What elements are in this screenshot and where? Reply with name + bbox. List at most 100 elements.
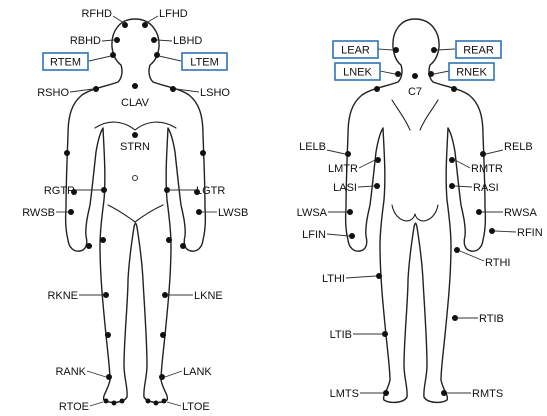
leader-rfin (495, 231, 516, 232)
leader-lfhd (146, 16, 158, 23)
back-buttocks-left (392, 205, 415, 221)
leader-rank (87, 371, 106, 377)
label-lwsa: LWSA (297, 207, 328, 219)
label-ltem: LTEM (190, 57, 219, 69)
marker-l-hand (180, 243, 186, 249)
label-rtem: RTEM (50, 57, 81, 69)
marker-strn (132, 132, 138, 138)
marker-lgtr (164, 187, 170, 193)
label-rtoe: RTOE (59, 401, 89, 413)
marker-relb (480, 151, 486, 157)
marker-rsho (93, 86, 99, 92)
marker-lsho (170, 86, 176, 92)
back-spine-right (420, 100, 438, 130)
marker-lmtr (375, 157, 381, 163)
marker-ltem (154, 52, 160, 58)
marker-l-shin (160, 332, 166, 338)
label-ltib: LTIB (330, 329, 352, 341)
leader-rtem (89, 56, 111, 61)
marker-ltoe-3 (162, 399, 167, 404)
marker-r-hand (86, 243, 92, 249)
leader-lthi (346, 276, 376, 278)
leader-lnek (380, 71, 395, 74)
marker-lwsa (347, 209, 353, 215)
leader-rasi (455, 186, 472, 187)
label-rfhd: RFHD (81, 8, 112, 20)
marker-lnek (395, 71, 401, 77)
label-lmtr: LMTR (328, 163, 358, 175)
label-lsho: LSHO (200, 87, 230, 99)
marker-ltoe-2 (154, 401, 159, 406)
marker-rgtr (101, 187, 107, 193)
leader-rtoe (90, 402, 103, 406)
marker-lbhd (151, 37, 157, 43)
back-buttocks-right (415, 205, 438, 221)
marker-lelb (345, 151, 351, 157)
label-strn: STRN (120, 141, 150, 153)
front-navel (133, 176, 138, 181)
label-rasi: RASI (473, 182, 499, 194)
label-rmts: RMTS (472, 388, 503, 400)
label-lmts: LMTS (330, 388, 359, 400)
marker-rkne (103, 292, 109, 298)
label-lthi: LTHI (322, 273, 345, 285)
marker-l-thigh (166, 237, 172, 243)
leader-ltoe (167, 402, 181, 406)
label-lbhd: LBHD (173, 35, 202, 47)
label-relb: RELB (504, 141, 533, 153)
marker-clav (132, 83, 138, 89)
marker-ltoe-1 (146, 399, 151, 404)
leader-lank (165, 371, 182, 377)
marker-rtoe-3 (120, 399, 125, 404)
leader-relb (486, 150, 503, 154)
label-rwsa: RWSA (504, 207, 537, 219)
marker-rfhd (122, 22, 128, 28)
label-rmtr: RMTR (471, 163, 503, 175)
marker-lkne (162, 292, 168, 298)
label-rwsb: RWSB (22, 207, 55, 219)
marker-lfin (349, 233, 355, 239)
leader-lear (378, 49, 393, 50)
marker-rasi (449, 183, 455, 189)
label-rtib: RTIB (479, 313, 504, 325)
marker-l-upperarm (200, 150, 206, 156)
label-lfhd: LFHD (159, 8, 188, 20)
front-markers (64, 22, 206, 406)
label-rbhd: RBHD (70, 35, 101, 47)
marker-lthi (376, 273, 382, 279)
marker-r-shoulder (451, 86, 457, 92)
marker-rwsb (68, 209, 74, 215)
back-markers (345, 47, 495, 396)
leader-rear (437, 49, 455, 50)
label-lfin: LFIN (302, 229, 326, 241)
marker-rbhd (114, 37, 120, 43)
marker-rnek (428, 71, 434, 77)
marker-lasi (374, 183, 380, 189)
marker-lwsb (196, 209, 202, 215)
leader-rthi (460, 251, 484, 261)
marker-rmts (441, 390, 447, 396)
label-clav: CLAV (121, 97, 150, 109)
front-body-outline (66, 19, 206, 402)
front-figure (66, 19, 206, 402)
label-c7: C7 (408, 86, 422, 98)
leader-lmtr (359, 160, 375, 168)
marker-rmtr (449, 157, 455, 163)
marker-lmts (383, 390, 389, 396)
marker-lank (159, 374, 165, 380)
label-lwsb: LWSB (218, 207, 248, 219)
label-lasi: LASI (333, 182, 357, 194)
label-rthi: RTHI (485, 257, 510, 269)
label-rkne: RKNE (47, 290, 78, 302)
label-lear: LEAR (341, 45, 370, 57)
label-rank: RANK (55, 366, 86, 378)
marker-rank (106, 374, 112, 380)
back-spine-left (392, 100, 410, 130)
marker-r-thigh (100, 237, 106, 243)
label-rsho: RSHO (37, 87, 69, 99)
marker-rtoe-2 (112, 401, 117, 406)
marker-rwsa (476, 209, 482, 215)
label-lelb: LELB (299, 141, 326, 153)
label-rgtr: RGTR (44, 185, 75, 197)
